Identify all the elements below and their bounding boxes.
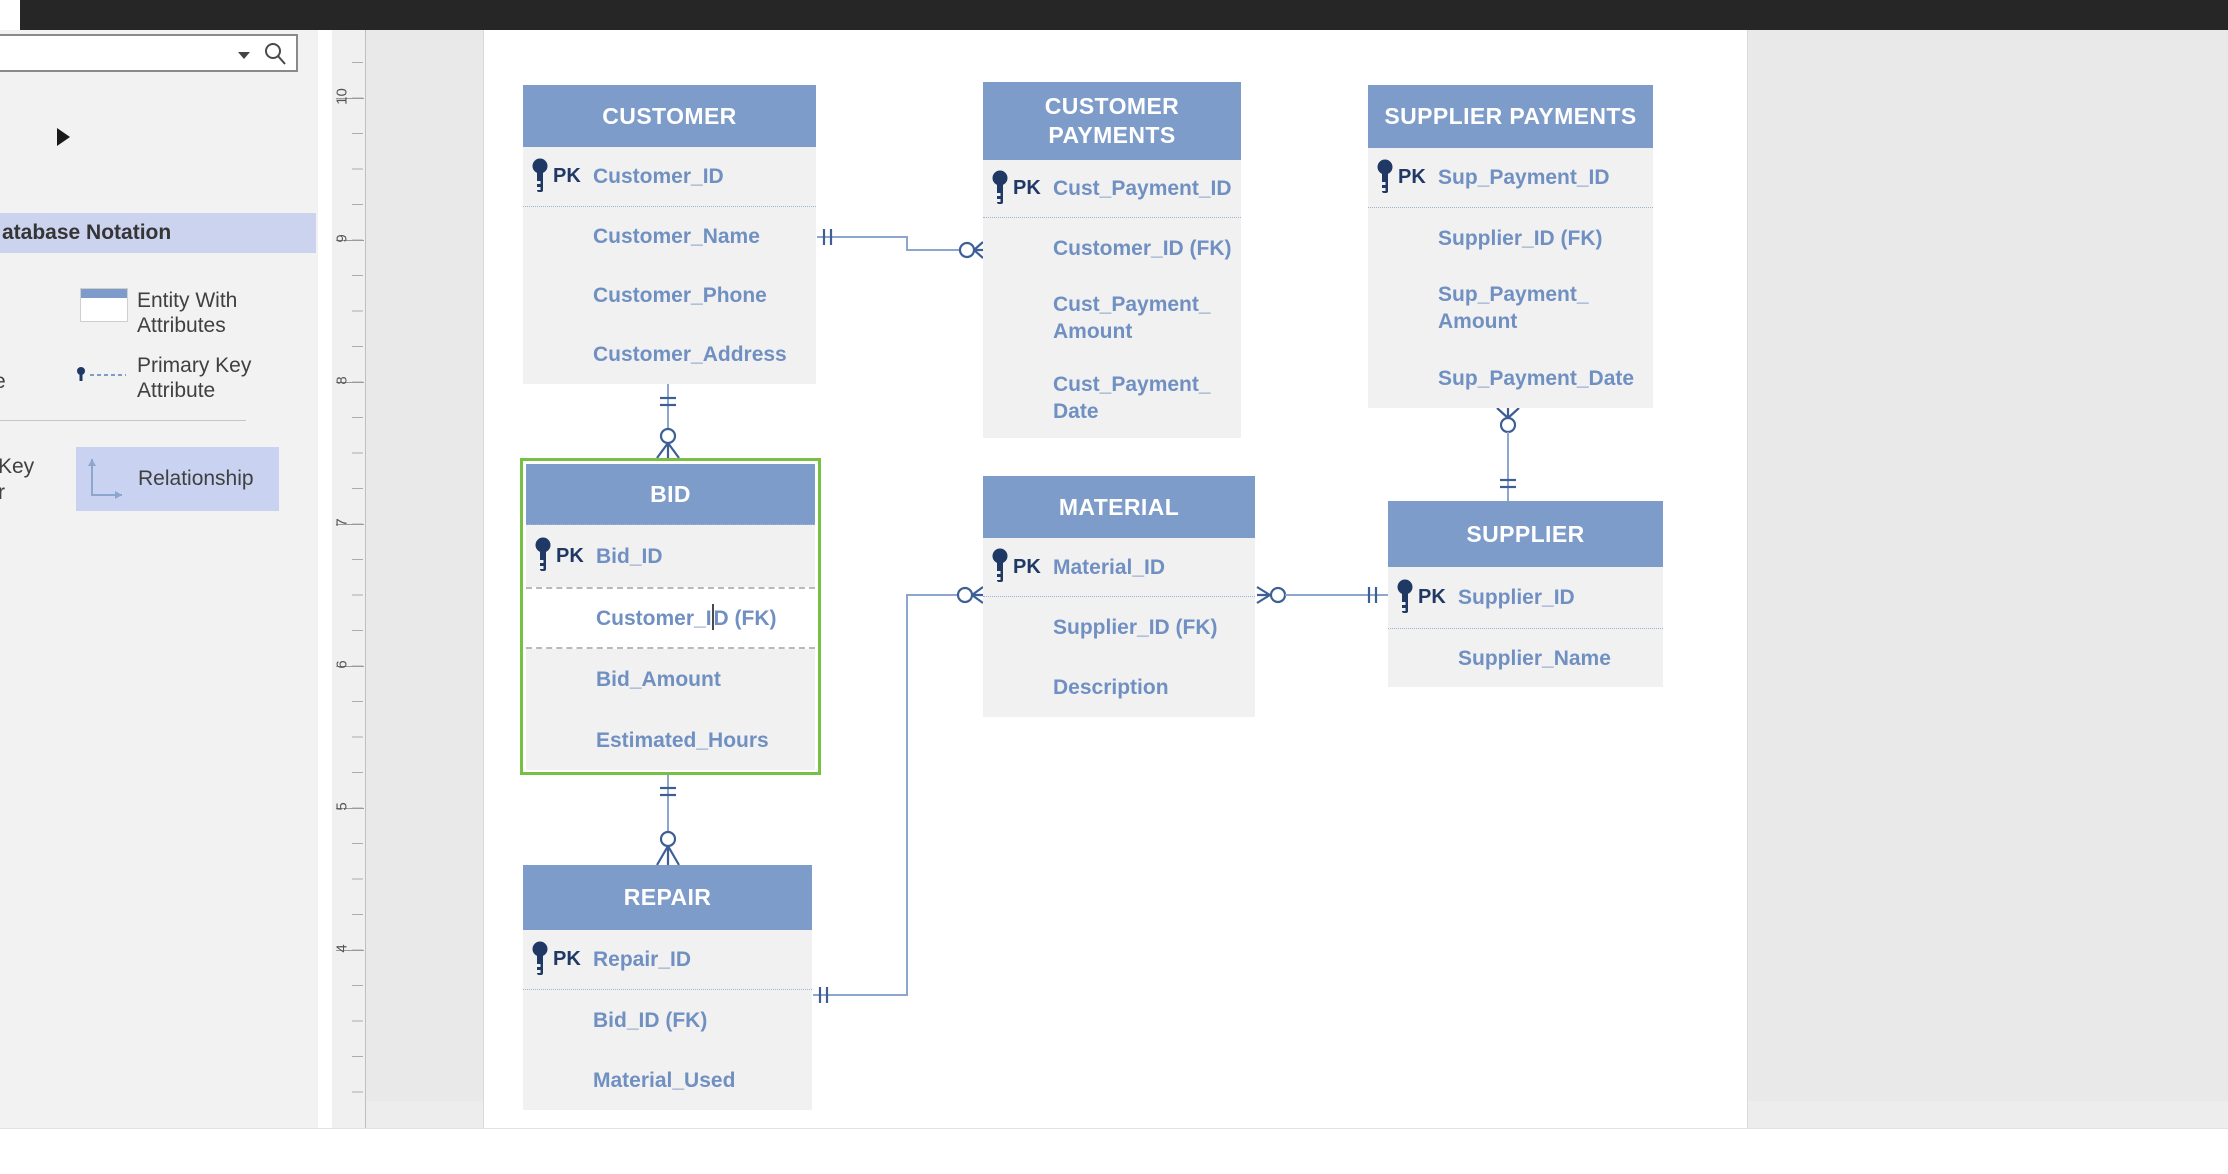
attribute-row[interactable]: Sup_Payment_Date: [1438, 366, 1635, 390]
panel-divider: [0, 420, 246, 421]
primary-key-icon: [990, 170, 1010, 208]
attribute-name: Sup_Payment_ID: [1438, 166, 1610, 189]
entity-title: REPAIR: [523, 865, 812, 930]
pk-attribute-row[interactable]: PK Cust_Payment_ID: [983, 160, 1241, 218]
shape-search-box[interactable]: [0, 34, 298, 72]
pk-attribute-row[interactable]: PK Material_ID: [983, 538, 1255, 597]
attribute-row[interactable]: Supplier_Name: [1458, 646, 1611, 670]
connector-customer-customerpayments[interactable]: [817, 225, 984, 266]
entity-title: BID: [526, 464, 815, 525]
entity-title: SUPPLIER: [1388, 501, 1663, 567]
attribute-row[interactable]: Cust_Payment_ Date: [1053, 373, 1211, 423]
entity-material[interactable]: MATERIAL PK Material_ID Supplier_ID (FK)…: [983, 476, 1255, 717]
attribute-row[interactable]: Customer_ID (FK): [1053, 236, 1232, 260]
primary-key-icon: [533, 537, 553, 575]
entity-title: CUSTOMER PAYMENTS: [983, 82, 1241, 160]
ruler-label: 5: [333, 802, 351, 811]
entity-supplier-payments[interactable]: SUPPLIER PAYMENTS PK Sup_Payment_ID Supp…: [1368, 85, 1653, 408]
ruler-label: 7: [333, 518, 351, 527]
connector-repair-material[interactable]: [813, 583, 984, 1003]
pk-label: PK: [553, 165, 581, 187]
attribute-row[interactable]: Customer_Name: [593, 225, 760, 248]
primary-key-icon: [1375, 159, 1395, 197]
selection-outline[interactable]: BID PK Bid_ID Customer_ID (FK) Bid_Amoun…: [520, 458, 821, 775]
attribute-row[interactable]: Material_Used: [593, 1068, 736, 1092]
attribute-row[interactable]: Sup_Payment_ Amount: [1438, 283, 1589, 333]
stencil-header[interactable]: atabase Notation: [0, 213, 316, 253]
search-input[interactable]: [4, 38, 238, 70]
pk-attribute-row[interactable]: PK Sup_Payment_ID: [1368, 148, 1653, 208]
entity-title: MATERIAL: [983, 476, 1255, 538]
primary-key-icon: [530, 158, 550, 196]
clipped-label-fragment: e: [0, 370, 6, 394]
attribute-row[interactable]: Supplier_ID (FK): [1438, 226, 1603, 250]
pk-attribute-row[interactable]: PK Bid_ID: [526, 525, 815, 587]
entity-shape-icon: [80, 288, 128, 322]
attribute-row[interactable]: Bid_ID (FK): [593, 1008, 708, 1032]
attribute-row[interactable]: Description: [1053, 675, 1169, 699]
connector-customer-bid[interactable]: [640, 384, 696, 459]
ruler-label: 8: [333, 376, 351, 385]
attribute-name: Material_ID: [1053, 555, 1166, 579]
ruler-label: 4: [333, 944, 351, 953]
shapes-panel: atabase Notation Entity With Attributes …: [0, 30, 318, 1128]
stencil-item-relationship[interactable]: Relationship: [76, 447, 279, 511]
entity-customer-payments[interactable]: CUSTOMER PAYMENTS PK Cust_Payment_ID Cus…: [983, 82, 1241, 438]
attribute-row[interactable]: Customer_Phone: [593, 284, 767, 307]
chevron-down-icon[interactable]: [238, 52, 250, 59]
pk-label: PK: [1013, 177, 1041, 199]
pk-label: PK: [553, 948, 581, 970]
attribute-name: Customer_ID: [593, 165, 724, 188]
entity-repair[interactable]: REPAIR PK Repair_ID Bid_ID (FK) Material…: [523, 865, 812, 1110]
attribute-edit-field[interactable]: Customer_ID (FK): [526, 587, 815, 649]
search-icon[interactable]: [262, 41, 288, 67]
connector-supplierpayments-supplier[interactable]: [1480, 407, 1536, 501]
attribute-row[interactable]: Supplier_ID (FK): [1053, 615, 1218, 639]
entity-customer[interactable]: CUSTOMER PK Customer_ID Customer_Name Cu…: [523, 85, 816, 384]
stencil-item-label: Relationship: [138, 467, 254, 490]
relationship-shape-icon: [88, 459, 122, 499]
connector-bid-repair[interactable]: [640, 775, 696, 866]
stencil-item-label: Entity With Attributes: [137, 289, 238, 337]
attribute-row[interactable]: Cust_Payment_ Amount: [1053, 293, 1211, 343]
attribute-row[interactable]: Bid_Amount: [596, 668, 721, 691]
attribute-name: Cust_Payment_ID: [1053, 177, 1232, 200]
stencil-item-label: Primary Key Attribute: [137, 354, 252, 402]
pk-label: PK: [1418, 586, 1446, 608]
ruler-minor-ticks: [352, 62, 363, 1118]
clipped-label-fragment: Key: [0, 455, 35, 478]
expand-section-icon[interactable]: [57, 128, 70, 146]
attribute-name: Bid_ID: [596, 544, 663, 568]
title-bar: [20, 0, 2228, 30]
entity-title: CUSTOMER: [523, 85, 816, 147]
vertical-ruler: 10 9 8 7 6 5 4: [332, 30, 366, 1128]
key-shape-icon: [77, 367, 126, 381]
entity-supplier[interactable]: SUPPLIER PK Supplier_ID Supplier_Name: [1388, 501, 1663, 687]
attribute-name: Repair_ID: [593, 948, 692, 971]
entity-bid[interactable]: BID PK Bid_ID Customer_ID (FK) Bid_Amoun…: [526, 464, 815, 770]
ruler-label: 10: [333, 88, 351, 105]
attribute-row[interactable]: Customer_Address: [593, 343, 787, 366]
status-area: [0, 1128, 2228, 1174]
ruler-label: 9: [333, 234, 351, 243]
text-caret: [711, 604, 714, 630]
primary-key-icon: [1395, 579, 1415, 617]
connector-material-supplier[interactable]: [1256, 580, 1388, 610]
pk-label: PK: [1013, 555, 1041, 578]
primary-key-icon: [530, 941, 550, 979]
attribute-row[interactable]: Estimated_Hours: [596, 728, 769, 752]
ruler-label: 6: [333, 660, 351, 669]
pk-label: PK: [1398, 166, 1426, 188]
clipped-label-fragment: r: [0, 481, 5, 504]
pk-label: PK: [556, 544, 584, 567]
pk-attribute-row[interactable]: PK Repair_ID: [523, 930, 812, 990]
attribute-name: Supplier_ID: [1458, 586, 1575, 609]
entity-title: SUPPLIER PAYMENTS: [1368, 85, 1653, 148]
pk-attribute-row[interactable]: PK Customer_ID: [523, 147, 816, 207]
pk-attribute-row[interactable]: PK Supplier_ID: [1388, 567, 1663, 629]
primary-key-icon: [990, 548, 1010, 586]
